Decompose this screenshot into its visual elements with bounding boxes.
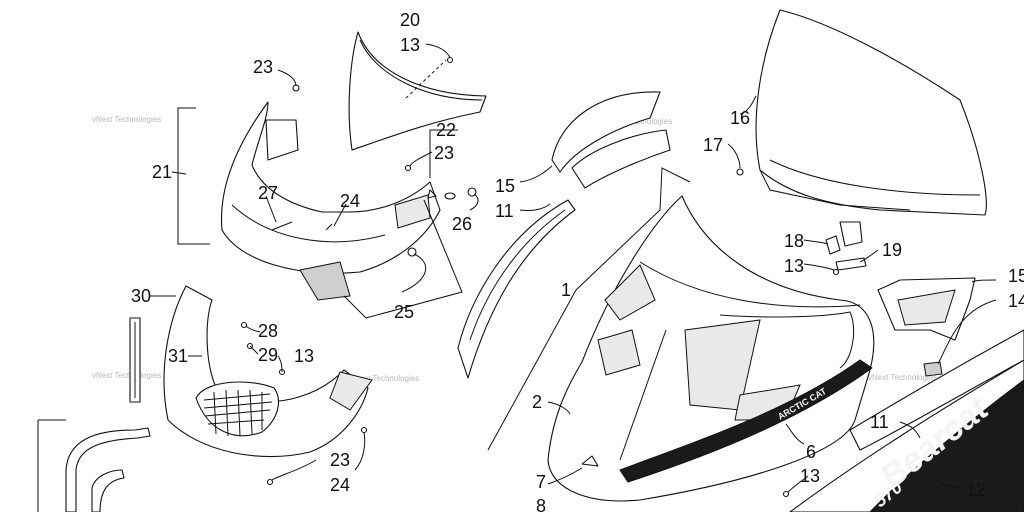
- callout-13: 13: [784, 256, 804, 276]
- part-windshield: [755, 9, 987, 216]
- callout-13: 13: [800, 466, 820, 486]
- callout-19: 19: [882, 240, 902, 260]
- watermark-text: vNext Technologies: [350, 374, 419, 383]
- callout-20: 20: [400, 10, 420, 30]
- part-bumper-frame: [37, 419, 151, 512]
- mesh-grille: [203, 389, 273, 437]
- callout-26: 26: [452, 214, 472, 234]
- callout-24: 24: [340, 191, 360, 211]
- callout-13: 13: [294, 346, 314, 366]
- callout-numbers: 20 13 23 21 22 23 27 24 26 25 30 28 29 3…: [131, 10, 1024, 512]
- part-upper-cover: [348, 31, 487, 151]
- callout-23: 23: [434, 143, 454, 163]
- callout-2: 2: [532, 392, 542, 412]
- part-windshield-bracket: [736, 168, 867, 276]
- watermark-text: vNext Technologies: [868, 373, 937, 382]
- callout-24: 24: [330, 475, 350, 495]
- part-side-rail: [457, 91, 671, 379]
- callout-11: 11: [495, 201, 514, 221]
- callout-16: 16: [730, 108, 750, 128]
- callout-12: 12: [966, 480, 986, 500]
- callout-17: 17: [703, 135, 723, 155]
- callout-7: 7: [536, 472, 546, 492]
- watermark-text: vNext Technologies: [92, 115, 161, 124]
- callout-1: 1: [561, 280, 571, 300]
- callout-18: 18: [784, 231, 804, 251]
- callout-28: 28: [258, 321, 278, 341]
- callout-29: 29: [258, 345, 278, 365]
- callout-13: 13: [400, 35, 420, 55]
- callout-6: 6: [806, 442, 816, 462]
- callout-14: 14: [1008, 291, 1024, 311]
- callout-23: 23: [253, 57, 273, 77]
- callout-27: 27: [258, 183, 278, 203]
- watermark-text: vNext Technologies: [92, 371, 161, 380]
- callout-15: 15: [495, 176, 515, 196]
- callout-23: 23: [330, 450, 350, 470]
- callout-22: 22: [436, 120, 456, 140]
- callout-25: 25: [394, 302, 414, 322]
- part-nose-fairing: [220, 101, 441, 301]
- part-lower-panel: [129, 285, 373, 458]
- callout-8: 8: [536, 496, 546, 512]
- callout-21: 21: [152, 162, 172, 182]
- leader-lines: [150, 43, 997, 493]
- callout-30: 30: [131, 286, 151, 306]
- part-hood: [547, 195, 875, 502]
- callout-11: 11: [870, 412, 889, 432]
- callout-31: 31: [168, 346, 188, 366]
- callout-15: 15: [1008, 266, 1024, 286]
